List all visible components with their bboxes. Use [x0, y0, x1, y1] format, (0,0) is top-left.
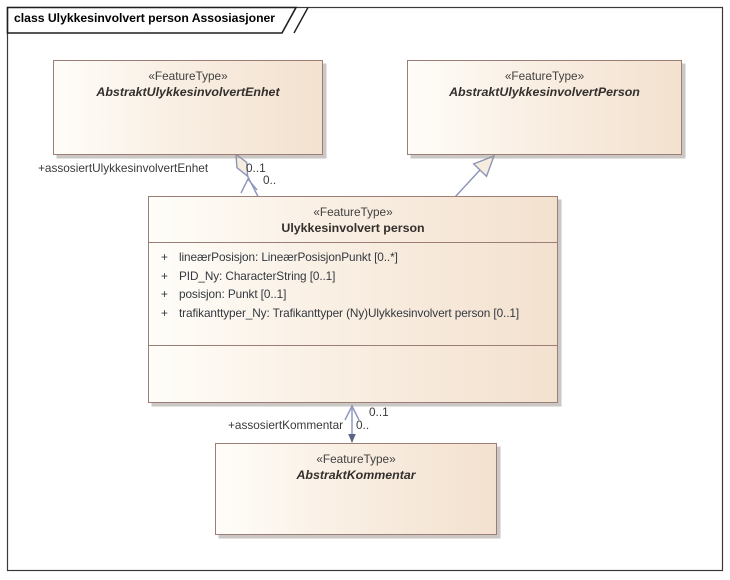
multiplicity-label: 0..1	[369, 405, 389, 419]
class-name: Ulykkesinvolvert person	[281, 221, 425, 235]
diagram-frame	[6, 6, 724, 572]
role-label-assosiertUlykkesinvolvertEnhet: +assosiertUlykkesinvolvertEnhet	[38, 161, 209, 175]
class-abstrakt-ulykkesinvolvert-person[interactable]: «FeatureType» AbstraktUlykkesinvolvertPe…	[407, 60, 682, 155]
class-name: AbstraktKommentar	[296, 468, 416, 482]
diagram-title-tab	[6, 6, 298, 34]
multiplicity-label: 0..1	[246, 161, 266, 175]
association-assosiertKommentar[interactable]	[344, 404, 360, 443]
class-abstrakt-ulykkesinvolvert-enhet[interactable]: «FeatureType» AbstraktUlykkesinvolvertEn…	[53, 60, 323, 155]
attribute-text: trafikanttyper_Ny: Trafikanttyper (Ny)Ul…	[179, 305, 520, 320]
attribute-text: posisjon: Punkt [0..1]	[179, 287, 287, 302]
generalization-triangle	[472, 154, 496, 178]
stereotype-label: «FeatureType»	[148, 69, 228, 83]
operations-compartment	[149, 345, 557, 403]
stereotype-label: «FeatureType»	[316, 452, 396, 466]
stereotype-label: «FeatureType»	[504, 69, 585, 83]
class-name: AbstraktUlykkesinvolvertPerson	[449, 85, 640, 99]
navigability-arrow	[240, 177, 258, 194]
attribute-text: PID_Ny: CharacterString [0..1]	[179, 268, 336, 283]
visibility-marker: +	[161, 287, 168, 302]
class-abstrakt-kommentar[interactable]: «FeatureType» AbstraktKommentar	[215, 443, 497, 535]
diagram-title: class Ulykkesinvolvert person Assosiasjo…	[14, 11, 276, 25]
class-name: AbstraktUlykkesinvolvertEnhet	[96, 85, 280, 99]
attribute-row[interactable]: + posisjon: Punkt [0..1]	[149, 285, 557, 304]
multiplicity-label: 0..	[263, 173, 277, 187]
attribute-row[interactable]: + PID_Ny: CharacterString [0..1]	[149, 267, 557, 286]
title-tab-fold-line	[293, 7, 309, 34]
stereotype-label: «FeatureType»	[313, 205, 393, 219]
visibility-marker: +	[161, 305, 168, 320]
aggregation-diamond	[235, 152, 249, 178]
aggregation-assosiertUlykkesinvolvertEnhet[interactable]	[235, 152, 259, 197]
attribute-row[interactable]: + trafikanttyper_Ny: Trafikanttyper (Ny)…	[149, 304, 557, 323]
navigability-arrow	[344, 404, 360, 421]
class-ulykkesinvolvert-person[interactable]: «FeatureType» Ulykkesinvolvert person + …	[148, 196, 558, 403]
multiplicity-label: 0..	[356, 418, 370, 432]
attributes-compartment: + lineærPosisjon: LineærPosisjonPunkt [0…	[149, 242, 557, 345]
target-arrowhead	[348, 434, 356, 443]
attribute-row[interactable]: + lineærPosisjon: LineærPosisjonPunkt [0…	[149, 248, 557, 267]
attribute-text: lineærPosisjon: LineærPosisjonPunkt [0..…	[179, 250, 398, 264]
visibility-marker: +	[161, 250, 168, 264]
generalization-arrow[interactable]	[454, 154, 496, 198]
role-label-assosiertKommentar: +assosiertKommentar	[228, 418, 344, 432]
visibility-marker: +	[161, 268, 168, 283]
